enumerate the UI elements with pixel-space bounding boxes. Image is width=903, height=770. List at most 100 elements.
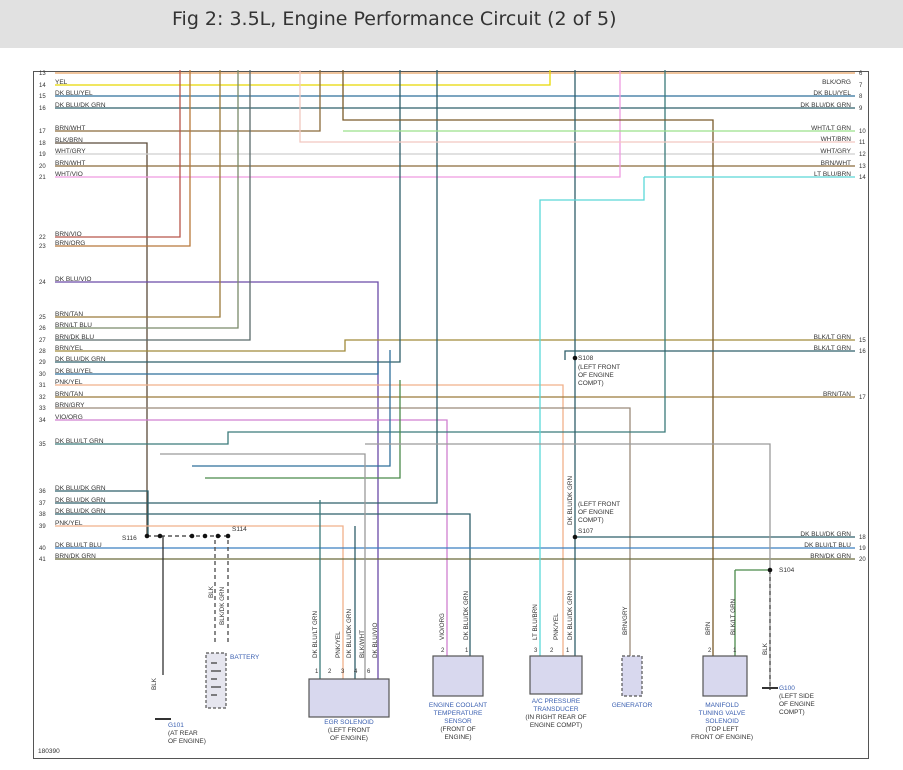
left-wire-number: 39 [39, 524, 46, 530]
left-wire-number: 14 [39, 83, 46, 89]
right-wire-number: 16 [859, 349, 866, 355]
g100-label: G100 [779, 685, 795, 692]
splice-s108-location: COMPT) [578, 380, 604, 387]
right-wire-label: DK BLU/YEL [813, 90, 851, 97]
generator-label: GENERATOR [612, 702, 653, 709]
left-wire-label: DK BLU/LT GRN [55, 438, 104, 445]
left-wire-label: BRN/TAN [55, 391, 83, 398]
left-wire-number: 37 [39, 501, 46, 507]
left-wire-label: BRN/VIO [55, 231, 82, 238]
splice-s108-location: OF ENGINE [578, 372, 614, 379]
egr-pin-number: 4 [354, 669, 358, 675]
left-wire-number: 26 [39, 326, 46, 332]
left-wire-label: PNK/YEL [55, 379, 83, 386]
figure-id: 180390 [38, 748, 60, 755]
ect-sensor-label: TEMPERATURE [434, 710, 483, 717]
left-wire-number: 34 [39, 418, 46, 424]
right-wire-number: 10 [859, 129, 866, 135]
g100-label: COMPT) [779, 709, 805, 716]
left-wire-number: 22 [39, 235, 46, 241]
left-wire-label: DK BLU/DK GRN [55, 485, 106, 492]
wire-16 [55, 70, 401, 363]
vertical-wire-label: BRN/GRY [622, 606, 629, 635]
left-wire-label: DK BLU/DK GRN [55, 356, 106, 363]
egr-pin-number: 1 [315, 669, 319, 675]
right-wire-number: 7 [859, 83, 863, 89]
left-wire-label: BRN/GRY [55, 402, 85, 409]
right-wire-label: BLK/ORG [822, 79, 851, 86]
right-wire-label: WHT/GRY [820, 148, 851, 155]
right-wire-label: BLK/LT GRN [814, 334, 852, 341]
vertical-wire-label: BLK/WHT [359, 630, 366, 658]
splice-s108-label: S108 [578, 355, 594, 362]
left-wire-label: BRN/TAN [55, 311, 83, 318]
egr-pin-number: 3 [341, 669, 345, 675]
ect-sensor-box [432, 655, 484, 697]
wire-20 [55, 407, 631, 660]
right-wire-label: WHT/LT GRN [811, 125, 851, 132]
wire-23 [55, 490, 149, 535]
left-wire-number: 23 [39, 244, 46, 250]
left-wire-label: DK BLU/LT BLU [55, 542, 102, 549]
wire-25 [55, 513, 471, 660]
right-wire-number: 14 [859, 175, 866, 181]
left-wire-label: DK BLU/DK GRN [55, 497, 106, 504]
left-wire-label: BRN/DK BLU [55, 334, 94, 341]
ect-sensor-label: SENSOR [444, 718, 472, 725]
right-wire-label: DK BLU/LT BLU [804, 542, 851, 549]
egr-solenoid-label: OF ENGINE) [330, 735, 368, 742]
wire-11 [55, 281, 379, 680]
left-wire-label: BRN/LT BLU [55, 322, 92, 329]
g100-label: (LEFT SIDE [779, 693, 815, 700]
wire-8 [55, 70, 621, 178]
left-wire-number: 29 [39, 360, 46, 366]
g101-label: (AT REAR [168, 730, 198, 737]
vertical-wire-label: BRN [705, 621, 712, 635]
right-wire-label: DK BLU/DK GRN [800, 531, 851, 538]
ac-transducer-label: (IN RIGHT REAR OF [525, 714, 586, 721]
egr-solenoid-label: (LEFT FRONT [328, 727, 370, 734]
left-wire-number: 20 [39, 164, 46, 170]
egr-solenoid-label: EGR SOLENOID [324, 719, 374, 726]
left-wire-number: 16 [39, 106, 46, 112]
g100-label: OF ENGINE [779, 701, 815, 708]
wire-12 [55, 70, 221, 318]
right-wire-number: 15 [859, 338, 866, 344]
splice-s107-location: (LEFT FRONT [578, 501, 620, 508]
left-wire-label: BRN/WHT [55, 160, 85, 167]
left-wire-label: VIO/ORG [55, 414, 83, 421]
vertical-wire-label: BLK [762, 642, 769, 655]
ect-pin-number: 2 [441, 648, 445, 654]
ac-pin-number: 1 [566, 648, 570, 654]
left-wire-number: 15 [39, 94, 46, 100]
ac-transducer-label: A/C PRESSURE [532, 698, 581, 705]
left-wire-number: 24 [39, 280, 46, 286]
right-wire-number: 8 [859, 94, 863, 100]
right-wire-number: 11 [859, 140, 866, 146]
egr-pin-number: 2 [328, 669, 332, 675]
left-wire-label: DK BLU/YEL [55, 368, 93, 375]
splice-s107-label: S107 [578, 528, 594, 535]
battery-label: BATTERY [230, 654, 260, 661]
right-wire-label: BRN/TAN [823, 391, 851, 398]
title-bar: Fig 2: 3.5L, Engine Performance Circuit … [0, 0, 903, 48]
splice-dot [189, 533, 195, 539]
wire-4 [55, 70, 321, 132]
wire-24 [55, 70, 438, 504]
left-wire-number: 17 [39, 129, 46, 135]
mtv-solenoid-label: FRONT OF ENGINE) [691, 734, 753, 741]
left-wire-number: 21 [39, 175, 46, 181]
left-wire-number: 40 [39, 546, 46, 552]
left-wire-number: 41 [39, 557, 46, 563]
left-wire-number: 30 [39, 372, 46, 378]
splice-s104-label: S104 [779, 567, 795, 574]
wire-35 [299, 70, 855, 143]
mtv-solenoid-label: TUNING VALVE [699, 710, 746, 717]
wire-39 [160, 453, 366, 682]
left-wire-label: BRN/WHT [55, 125, 85, 132]
vertical-wire-label: DK BLU/DK GRN [463, 591, 470, 640]
wire-29 [342, 70, 714, 660]
left-wire-label: WHT/VIO [55, 171, 83, 178]
left-wire-label: YEL [55, 79, 68, 86]
left-wire-label: PNK/YEL [55, 520, 83, 527]
